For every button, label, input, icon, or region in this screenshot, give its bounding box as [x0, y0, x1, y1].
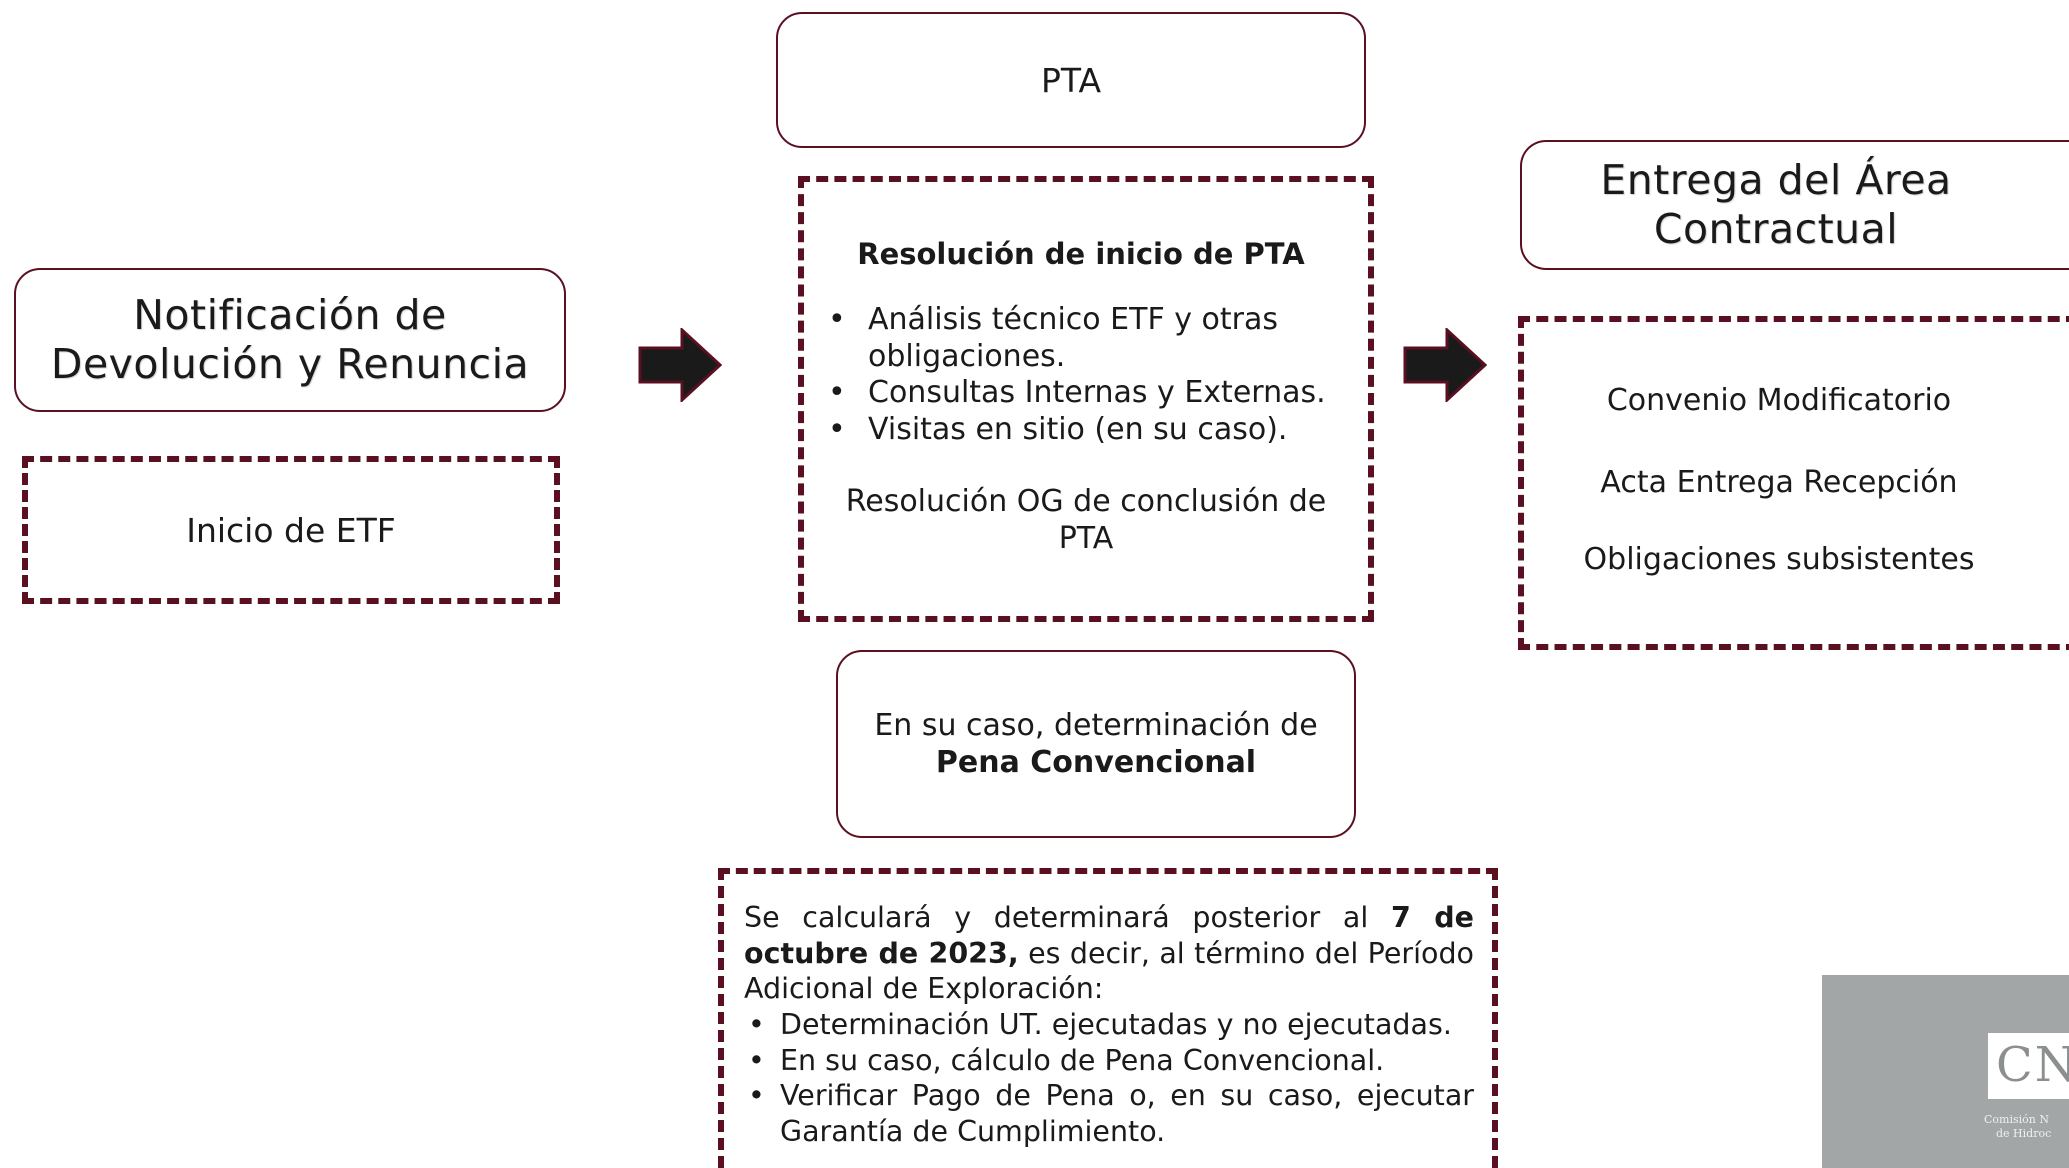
logo-caption-line-2: de Hidroc: [1996, 1127, 2052, 1140]
calculation-items-list: •Determinación UT. ejecutadas y no ejecu…: [744, 1007, 1474, 1150]
contract-area-title: Entrega del Área Contractual: [1600, 155, 1952, 253]
pta-items-list: •Análisis técnico ETF y otras obligacion…: [824, 302, 1338, 448]
contract-item: Convenio Modificatorio: [1606, 383, 1952, 418]
pta-title: PTA: [1040, 60, 1102, 100]
logo-mark: CN: [1988, 1033, 2069, 1099]
list-item: •Análisis técnico ETF y otras obligacion…: [828, 302, 1278, 374]
list-item: •Verificar Pago de Pena o, en su caso, e…: [748, 1079, 1474, 1148]
list-item: •Visitas en sitio (en su caso).: [828, 412, 1288, 448]
list-item: •Determinación UT. ejecutadas y no ejecu…: [748, 1007, 1452, 1041]
contract-items-box: Convenio Modificatorio Acta Entrega Rece…: [1518, 316, 2069, 650]
calculation-box: Se calculará y determinará posterior al …: [718, 868, 1498, 1168]
arrow-right-icon: [638, 328, 722, 402]
calculation-intro: Se calculará y determinará posterior al …: [744, 901, 1475, 1006]
list-item: •En su caso, cálculo de Pena Convenciona…: [748, 1043, 1385, 1077]
etf-start-label: Inicio de ETF: [186, 510, 396, 550]
pta-resolution-box: Resolución de inicio de PTA •Análisis té…: [798, 176, 1374, 622]
notification-box: Notificación de Devolución y Renuncia: [14, 268, 566, 412]
logo-caption-line-1: Comisión N: [1984, 1113, 2049, 1126]
pta-box: PTA: [776, 12, 1366, 148]
pena-box: En su caso, determinación de Pena Conven…: [836, 650, 1356, 838]
cnh-logo: CN Comisión N de Hidroc: [1822, 975, 2069, 1168]
list-item: •Consultas Internas y Externas.: [828, 375, 1326, 411]
etf-start-box: Inicio de ETF: [22, 456, 560, 604]
resolution-heading: Resolución de inicio de PTA: [857, 237, 1305, 271]
conclusion-text: Resolución OG de conclusión de PTA: [845, 483, 1327, 557]
contract-item: Obligaciones subsistentes: [1583, 542, 1975, 577]
notification-title: Notificación de Devolución y Renuncia: [50, 290, 530, 388]
contract-area-box: Entrega del Área Contractual: [1520, 140, 2069, 270]
pena-bold-text: Pena Convencional: [935, 745, 1257, 780]
pena-text: En su caso, determinación de: [874, 707, 1318, 743]
arrow-right-icon: [1403, 328, 1487, 402]
contract-item: Acta Entrega Recepción: [1600, 464, 1958, 500]
